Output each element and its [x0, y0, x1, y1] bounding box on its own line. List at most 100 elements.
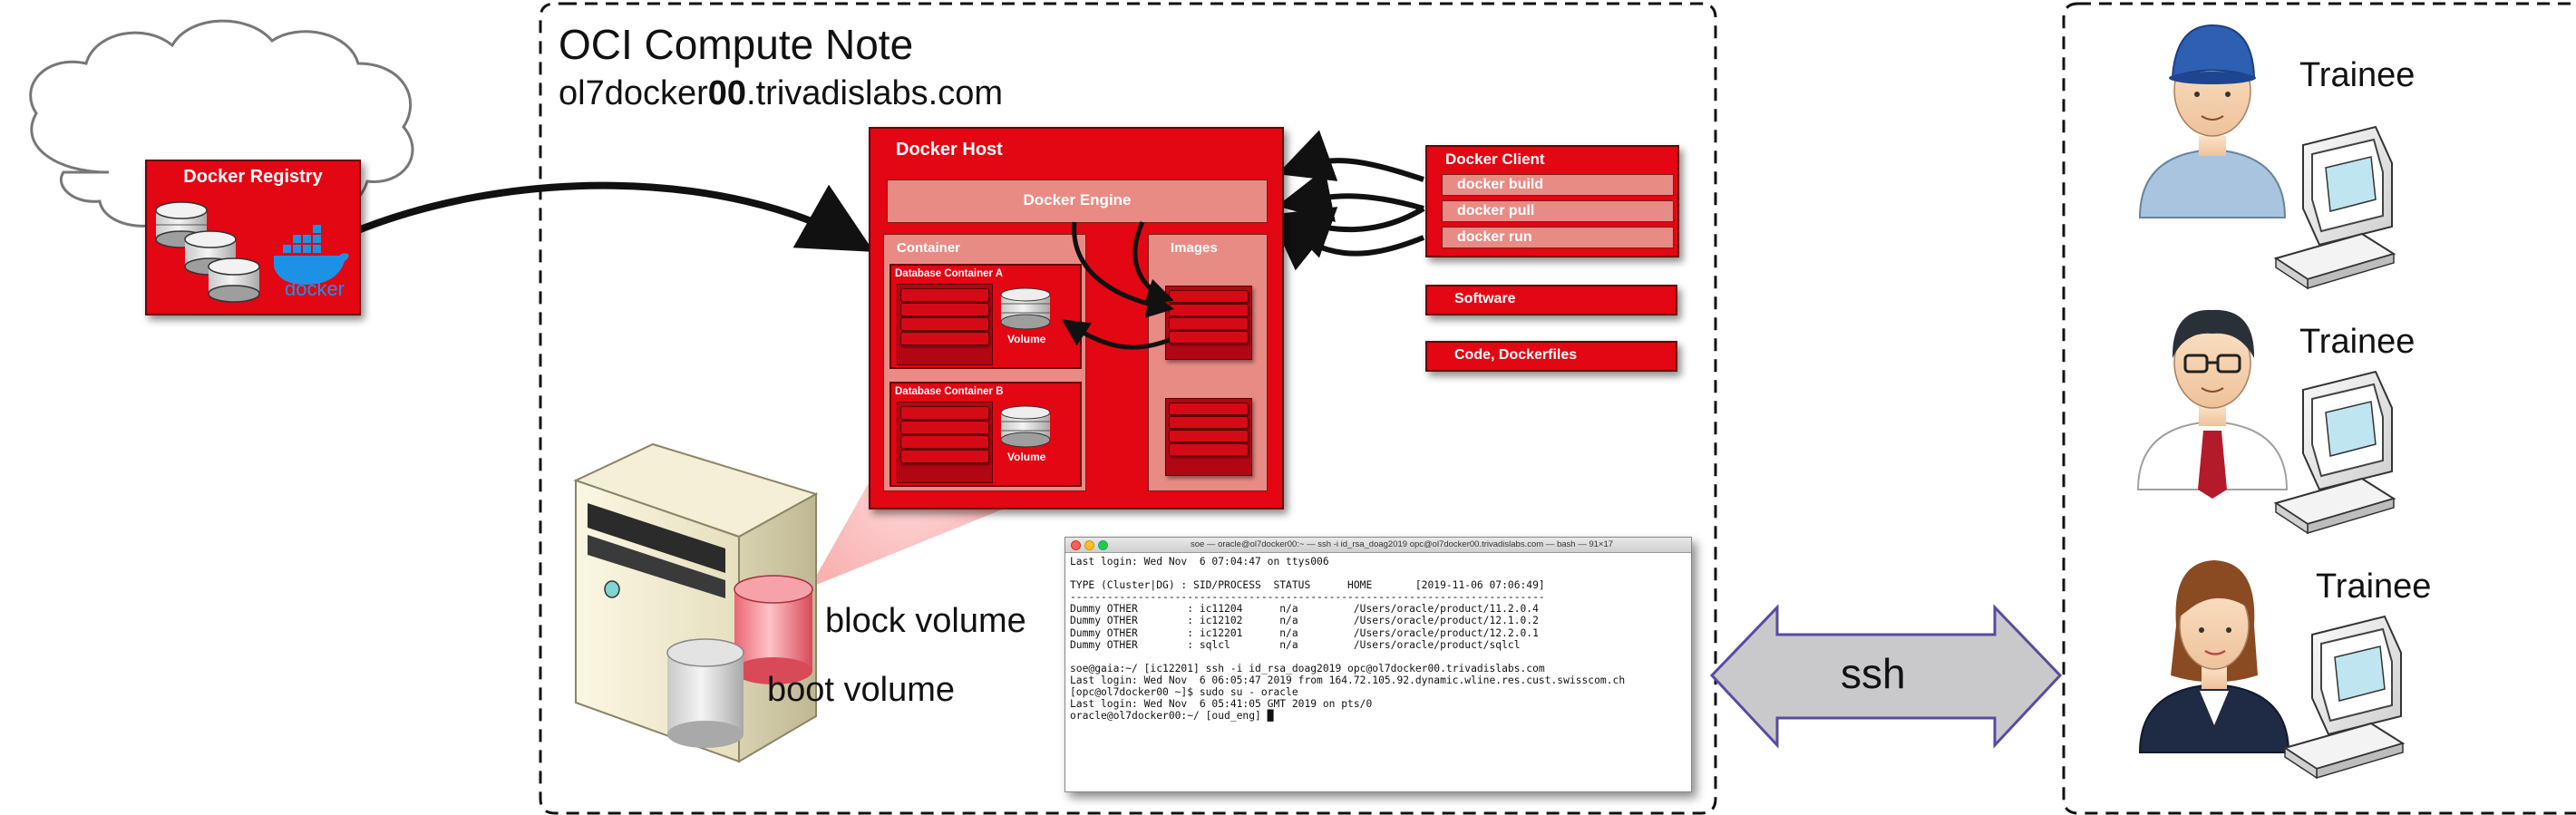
- client-engine-arrow-1: [1277, 130, 1424, 182]
- stack-layer: [1169, 403, 1249, 415]
- maximize-icon[interactable]: [1098, 540, 1108, 550]
- terminal-line: Last login: Wed Nov 6 06:05:47 2019 from…: [1070, 674, 1626, 686]
- database-container-a: Database Container A Volume: [889, 264, 1082, 369]
- trainee-1-label: Trainee: [2299, 56, 2416, 94]
- hostname-number: 00: [707, 74, 747, 112]
- docker-logo-text: docker: [284, 277, 345, 300]
- images-label: Images: [1171, 240, 1218, 256]
- trainee-2-avatar-icon: [2136, 309, 2289, 499]
- trainee-3-avatar-icon: [2138, 560, 2290, 753]
- terminal-line: Dummy OTHER : sqlcl n/a /Users/oracle/pr…: [1070, 638, 1521, 651]
- terminal-line: TYPE (Cluster|DG) : SID/PROCESS STATUS H…: [1070, 579, 1545, 592]
- stack-layer: [1169, 304, 1249, 316]
- container-b-volume-label: Volume: [1007, 451, 1046, 463]
- trainee-2-computer-icon: [2273, 370, 2396, 535]
- ssh-label: ssh: [1841, 650, 1906, 697]
- terminal-line: Last login: Wed Nov 6 05:41:05 GMT 2019 …: [1070, 698, 1373, 711]
- stack-layer: [900, 332, 989, 345]
- trainee-1-computer-icon: [2273, 125, 2396, 290]
- code-dockerfiles-label: Code, Dockerfiles: [1454, 347, 1578, 363]
- stack-layer: [1169, 430, 1249, 442]
- boot-volume-label: boot volume: [767, 671, 956, 709]
- database-container-b-label: Database Container B: [895, 386, 1004, 397]
- client-engine-arrow-2: [1277, 169, 1424, 223]
- software-label: Software: [1454, 291, 1516, 306]
- docker-build-label: docker build: [1457, 177, 1544, 192]
- docker-run-command: docker run: [1442, 227, 1674, 248]
- trainee-1-avatar-icon: [2138, 24, 2287, 218]
- terminal-line: [1070, 568, 1687, 579]
- terminal-line: [opc@ol7docker00 ~]$ sudo su - oracle: [1070, 686, 1298, 699]
- container-a-volume-icon: [1000, 287, 1051, 330]
- client-engine-arrow-4: [1269, 215, 1425, 271]
- stack-layer: [900, 450, 989, 463]
- block-volume-label: block volume: [825, 602, 1026, 640]
- stack-layer: [900, 435, 989, 449]
- hostname-suffix: .trivadislabs.com: [746, 74, 1004, 112]
- docker-pull-label: docker pull: [1457, 203, 1535, 218]
- stack-layer: [900, 288, 989, 302]
- registry-storage-icon: [155, 201, 349, 303]
- trainee-3-computer-icon: [2282, 615, 2406, 780]
- docker-build-command: docker build: [1442, 174, 1674, 196]
- container-label: Container: [897, 240, 961, 256]
- trainees-border: [2062, 2, 2576, 815]
- images-panel: Images: [1148, 234, 1268, 491]
- stack-layer: [1169, 331, 1249, 344]
- docker-host-label: Docker Host: [896, 140, 1003, 160]
- trainee-2-label: Trainee: [2299, 323, 2416, 361]
- docker-client-box: Docker Client docker build docker pull d…: [1425, 145, 1679, 257]
- terminal-line: [1070, 651, 1687, 663]
- terminal-line: oracle@ol7docker00:~/ [oud_eng] █: [1070, 710, 1274, 723]
- registry-to-engine-arrow: [347, 181, 874, 252]
- docker-engine-box: Docker Engine: [887, 179, 1268, 223]
- terminal-line: ----------------------------------------…: [1070, 591, 1545, 604]
- database-container-a-label: Database Container A: [895, 268, 1004, 279]
- trainee-3-label: Trainee: [2316, 568, 2432, 606]
- compute-node-title: OCI Compute Note: [559, 21, 914, 68]
- stack-layer: [1169, 443, 1249, 456]
- docker-engine-label: Docker Engine: [1023, 191, 1132, 209]
- block-volume-cylinder-icon: [734, 575, 813, 684]
- terminal-line: Dummy OTHER : ic12102 n/a /Users/oracle/…: [1070, 615, 1539, 627]
- terminal-line: Last login: Wed Nov 6 07:04:47 on ttys00…: [1070, 556, 1329, 568]
- docker-whale-icon: [274, 225, 349, 285]
- stack-layer: [900, 317, 989, 331]
- stack-layer: [1169, 290, 1249, 303]
- ssh-arrow: [1709, 604, 2063, 749]
- software-box: Software: [1425, 285, 1677, 315]
- container-a-volume-label: Volume: [1007, 333, 1046, 345]
- stack-layer: [1169, 416, 1249, 429]
- stack-layer: [900, 421, 989, 434]
- stack-layer: [900, 303, 989, 316]
- terminal-title-bar: soe — oracle@ol7docker00:~ — ssh -i id_r…: [1065, 538, 1691, 553]
- compute-node-hostname: ol7docker00.trivadislabs.com: [559, 74, 1003, 113]
- minimize-icon[interactable]: [1084, 540, 1094, 550]
- stack-layer: [900, 406, 989, 420]
- client-engine-arrow-3: [1277, 206, 1425, 258]
- terminal-title: soe — oracle@ol7docker00:~ — ssh -i id_r…: [1190, 539, 1614, 549]
- docker-run-label: docker run: [1457, 229, 1532, 245]
- container-a-stack: [897, 284, 993, 365]
- container-panel: Container Database Container A Volume Da…: [883, 234, 1086, 491]
- boot-volume-cylinder-icon: [666, 638, 744, 748]
- code-dockerfiles-box: Code, Dockerfiles: [1425, 341, 1677, 372]
- docker-pull-command: docker pull: [1442, 200, 1674, 222]
- terminal-window[interactable]: soe — oracle@ol7docker00:~ — ssh -i id_r…: [1064, 537, 1692, 792]
- docker-registry-label: Docker Registry: [183, 167, 323, 187]
- container-b-stack: [897, 402, 993, 483]
- terminal-line: Dummy OTHER : ic11204 n/a /Users/oracle/…: [1070, 603, 1539, 616]
- stack-layer: [1169, 317, 1249, 330]
- docker-registry-box: Docker Registry docker: [145, 160, 361, 315]
- compute-node-border: [539, 2, 1717, 815]
- database-container-b: Database Container B Volume: [889, 382, 1082, 487]
- hostname-prefix: ol7docker: [559, 74, 708, 112]
- terminal-line: soe@gaia:~/ [ic12201] ssh -i id_rsa_doag…: [1070, 662, 1545, 674]
- image-stack-2: [1165, 398, 1252, 476]
- image-stack-1: [1165, 286, 1252, 360]
- docker-client-label: Docker Client: [1445, 150, 1545, 168]
- terminal-output[interactable]: Last login: Wed Nov 6 07:04:47 on ttys00…: [1065, 553, 1691, 724]
- terminal-line: Dummy OTHER : ic12201 n/a /Users/oracle/…: [1070, 626, 1539, 639]
- close-icon[interactable]: [1071, 540, 1081, 550]
